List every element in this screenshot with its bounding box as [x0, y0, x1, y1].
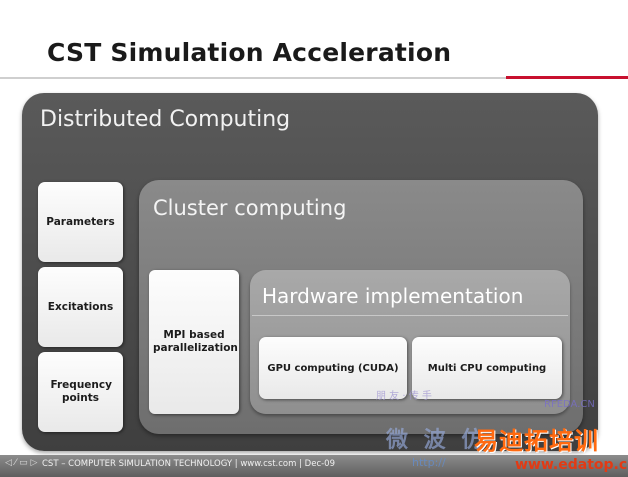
slide-nav-icons[interactable]: ◁ ⁄ ▭ ▷ — [5, 458, 38, 468]
excitations-card: Excitations — [38, 267, 123, 347]
mpi-card: MPI based parallelization — [149, 270, 239, 414]
multi-cpu-label: Multi CPU computing — [427, 362, 547, 374]
frequency-points-card: Frequency points — [38, 352, 123, 432]
cluster-computing-title: Cluster computing — [153, 196, 347, 220]
slide-title: CST Simulation Acceleration — [47, 38, 452, 67]
distributed-computing-title: Distributed Computing — [40, 107, 291, 132]
parameters-label: Parameters — [46, 215, 115, 228]
hardware-divider — [252, 315, 568, 316]
title-divider-accent — [506, 76, 628, 79]
gpu-computing-label: GPU computing (CUDA) — [267, 362, 399, 374]
footer-text: CST – COMPUTER SIMULATION TECHNOLOGY | w… — [42, 459, 335, 469]
mpi-label: MPI based parallelization — [153, 329, 238, 354]
hardware-implementation-title: Hardware implementation — [262, 284, 524, 308]
parameters-card: Parameters — [38, 182, 123, 262]
excitations-label: Excitations — [47, 300, 114, 313]
frequency-points-label: Frequency points — [50, 379, 112, 404]
multi-cpu-card: Multi CPU computing — [412, 337, 562, 399]
gpu-computing-card: GPU computing (CUDA) — [259, 337, 407, 399]
title-divider — [0, 77, 506, 79]
footer-bar — [0, 455, 628, 477]
